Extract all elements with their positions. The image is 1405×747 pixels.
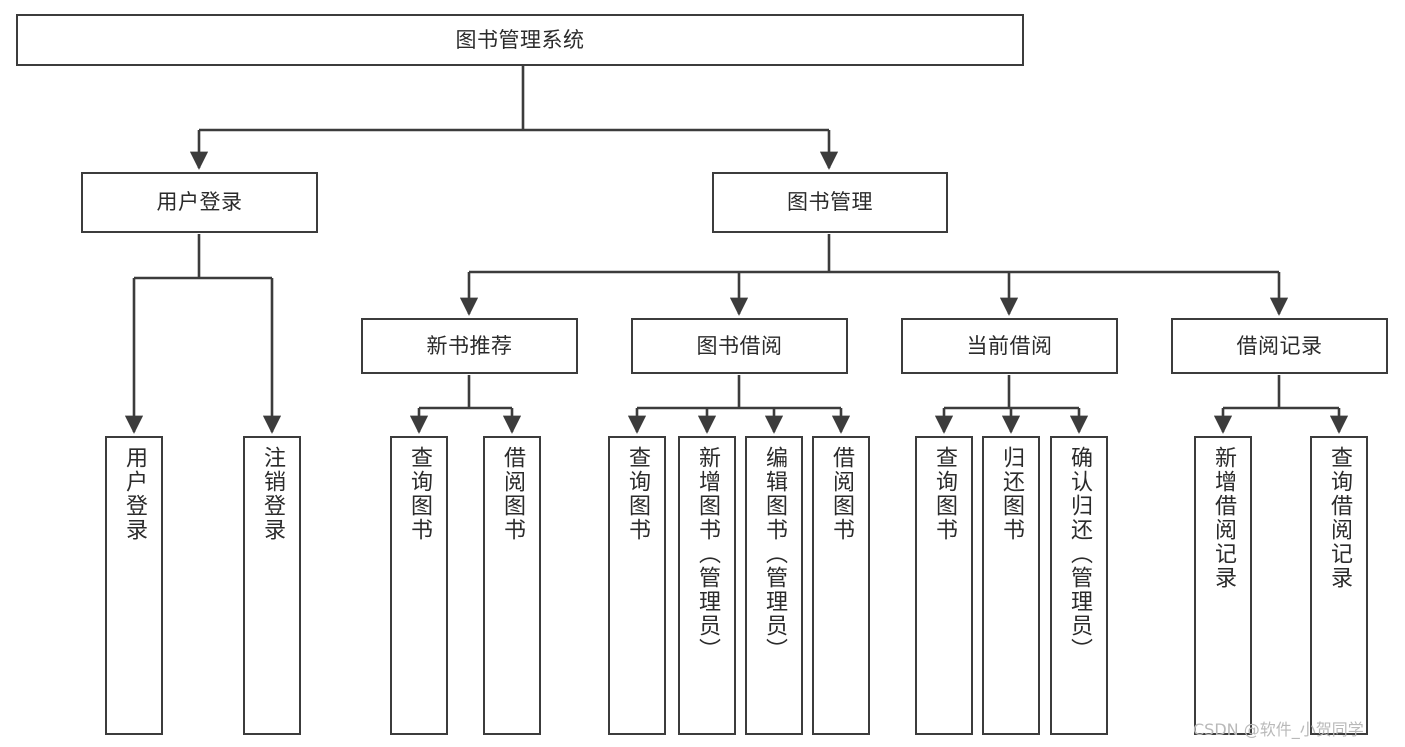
node-new-book-recommend-label: 新书推荐 <box>426 333 513 358</box>
node-leaf-borrow-book-1[interactable]: 借阅图书 <box>483 436 541 735</box>
node-borrow-record[interactable]: 借阅记录 <box>1171 318 1388 374</box>
node-book-admin-label: 图书管理 <box>787 190 873 215</box>
node-leaf-borrow-book-2-label: 借阅图书 <box>829 446 854 542</box>
node-user-login[interactable]: 用户登录 <box>81 172 318 233</box>
node-leaf-logout-login[interactable]: 注销登录 <box>243 436 301 735</box>
node-leaf-borrow-book-2[interactable]: 借阅图书 <box>812 436 870 735</box>
node-user-login-label: 用户登录 <box>156 190 243 215</box>
node-book-borrow[interactable]: 图书借阅 <box>631 318 848 374</box>
node-leaf-query-record-label: 查询借阅记录 <box>1327 446 1352 590</box>
node-leaf-query-book-2-label: 查询图书 <box>625 446 650 542</box>
node-leaf-add-record-label: 新增借阅记录 <box>1211 446 1236 590</box>
node-book-borrow-label: 图书借阅 <box>696 333 783 358</box>
node-root-label: 图书管理系统 <box>455 27 585 52</box>
node-leaf-edit-book[interactable]: 编辑图书（管理员） <box>745 436 803 735</box>
node-leaf-query-book-2[interactable]: 查询图书 <box>608 436 666 735</box>
node-root[interactable]: 图书管理系统 <box>16 14 1024 66</box>
node-current-borrow[interactable]: 当前借阅 <box>901 318 1118 374</box>
node-borrow-record-label: 借阅记录 <box>1236 333 1323 358</box>
node-leaf-add-book-label: 新增图书（管理员） <box>695 446 720 662</box>
node-leaf-return-book[interactable]: 归还图书 <box>982 436 1040 735</box>
node-leaf-return-book-label: 归还图书 <box>999 446 1024 542</box>
node-leaf-query-book-1-label: 查询图书 <box>407 446 432 542</box>
node-leaf-query-book-3[interactable]: 查询图书 <box>915 436 973 735</box>
node-leaf-query-book-1[interactable]: 查询图书 <box>390 436 448 735</box>
node-leaf-user-login-label: 用户登录 <box>122 446 147 542</box>
node-leaf-confirm-return[interactable]: 确认归还（管理员） <box>1050 436 1108 735</box>
node-leaf-edit-book-label: 编辑图书（管理员） <box>762 446 787 662</box>
watermark-text: CSDN @软件_小贺同学 <box>1193 720 1364 739</box>
node-book-admin[interactable]: 图书管理 <box>712 172 948 233</box>
node-leaf-borrow-book-1-label: 借阅图书 <box>500 446 525 542</box>
node-leaf-logout-login-label: 注销登录 <box>260 446 285 542</box>
node-leaf-user-login[interactable]: 用户登录 <box>105 436 163 735</box>
node-new-book-recommend[interactable]: 新书推荐 <box>361 318 578 374</box>
node-current-borrow-label: 当前借阅 <box>966 333 1053 358</box>
node-leaf-add-record[interactable]: 新增借阅记录 <box>1194 436 1252 735</box>
node-leaf-add-book[interactable]: 新增图书（管理员） <box>678 436 736 735</box>
node-leaf-confirm-return-label: 确认归还（管理员） <box>1067 446 1092 662</box>
node-leaf-query-record[interactable]: 查询借阅记录 <box>1310 436 1368 735</box>
node-leaf-query-book-3-label: 查询图书 <box>932 446 957 542</box>
